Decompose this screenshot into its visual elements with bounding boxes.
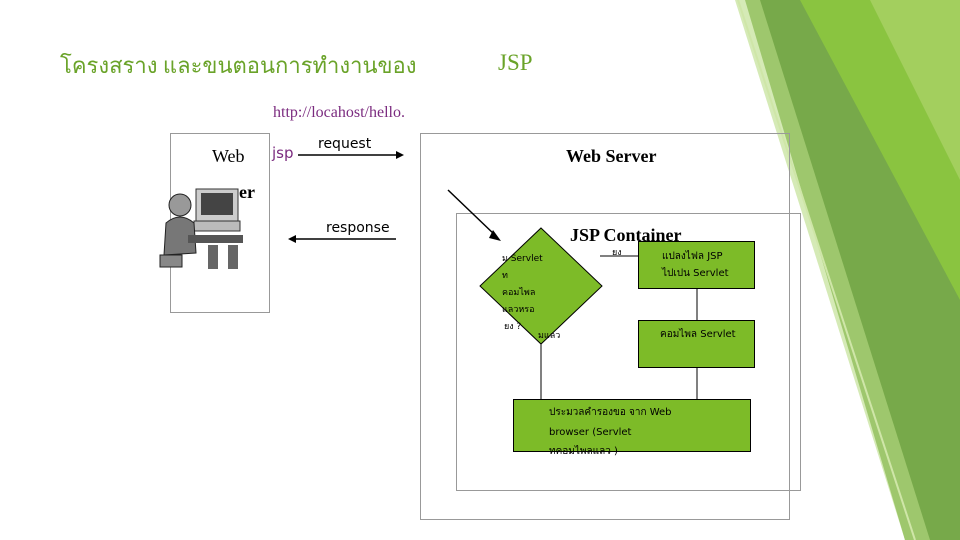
compile-label: คอมไพล Servlet	[660, 329, 736, 340]
jsp-container-box	[456, 213, 801, 491]
process-request-box	[513, 399, 751, 452]
convert-line-1: แปลงไฟล JSP	[662, 251, 723, 262]
decision-line: ยง ?	[504, 322, 522, 332]
browser-label-jsp: jsp	[272, 144, 294, 162]
decision-line: ม Servlet	[502, 254, 543, 264]
compile-servlet-box	[638, 320, 755, 368]
user-at-computer-icon	[159, 188, 243, 269]
jsp-container-title: JSP Container	[570, 225, 682, 245]
process-line-1: ประมวลคำรองขอ จาก Web	[549, 407, 672, 418]
yes-label: ยง	[612, 248, 622, 258]
browser-label-er: er	[239, 182, 255, 202]
process-line-3: ทคอมไพลแลว )	[549, 446, 618, 457]
web-server-box	[420, 133, 790, 520]
convert-line-2: ไปเปน Servlet	[662, 268, 729, 279]
request-label: request	[318, 136, 372, 152]
no-label: มแลว	[538, 331, 561, 341]
decision-line: ท	[502, 271, 508, 281]
browser-label-web: Web	[212, 146, 245, 166]
convert-jsp-box	[638, 241, 755, 289]
url-text: http://locahost/hello.	[273, 104, 405, 121]
response-arrow	[288, 235, 396, 243]
slide-title-jsp: JSP	[498, 50, 533, 75]
slide-title: โครงสราง และขนตอนการทำงานของ	[60, 53, 417, 78]
process-line-2: browser (Servlet	[549, 427, 632, 438]
decision-line: คอมไพล	[502, 288, 536, 298]
decision-line: แลวหรอ	[502, 305, 535, 315]
decision-text: ม Servlet ท คอมไพล แลวหรอ ยง ?	[502, 251, 543, 336]
web-server-label: Web Server	[566, 146, 657, 166]
response-label: response	[326, 220, 390, 236]
request-arrow	[298, 151, 404, 159]
